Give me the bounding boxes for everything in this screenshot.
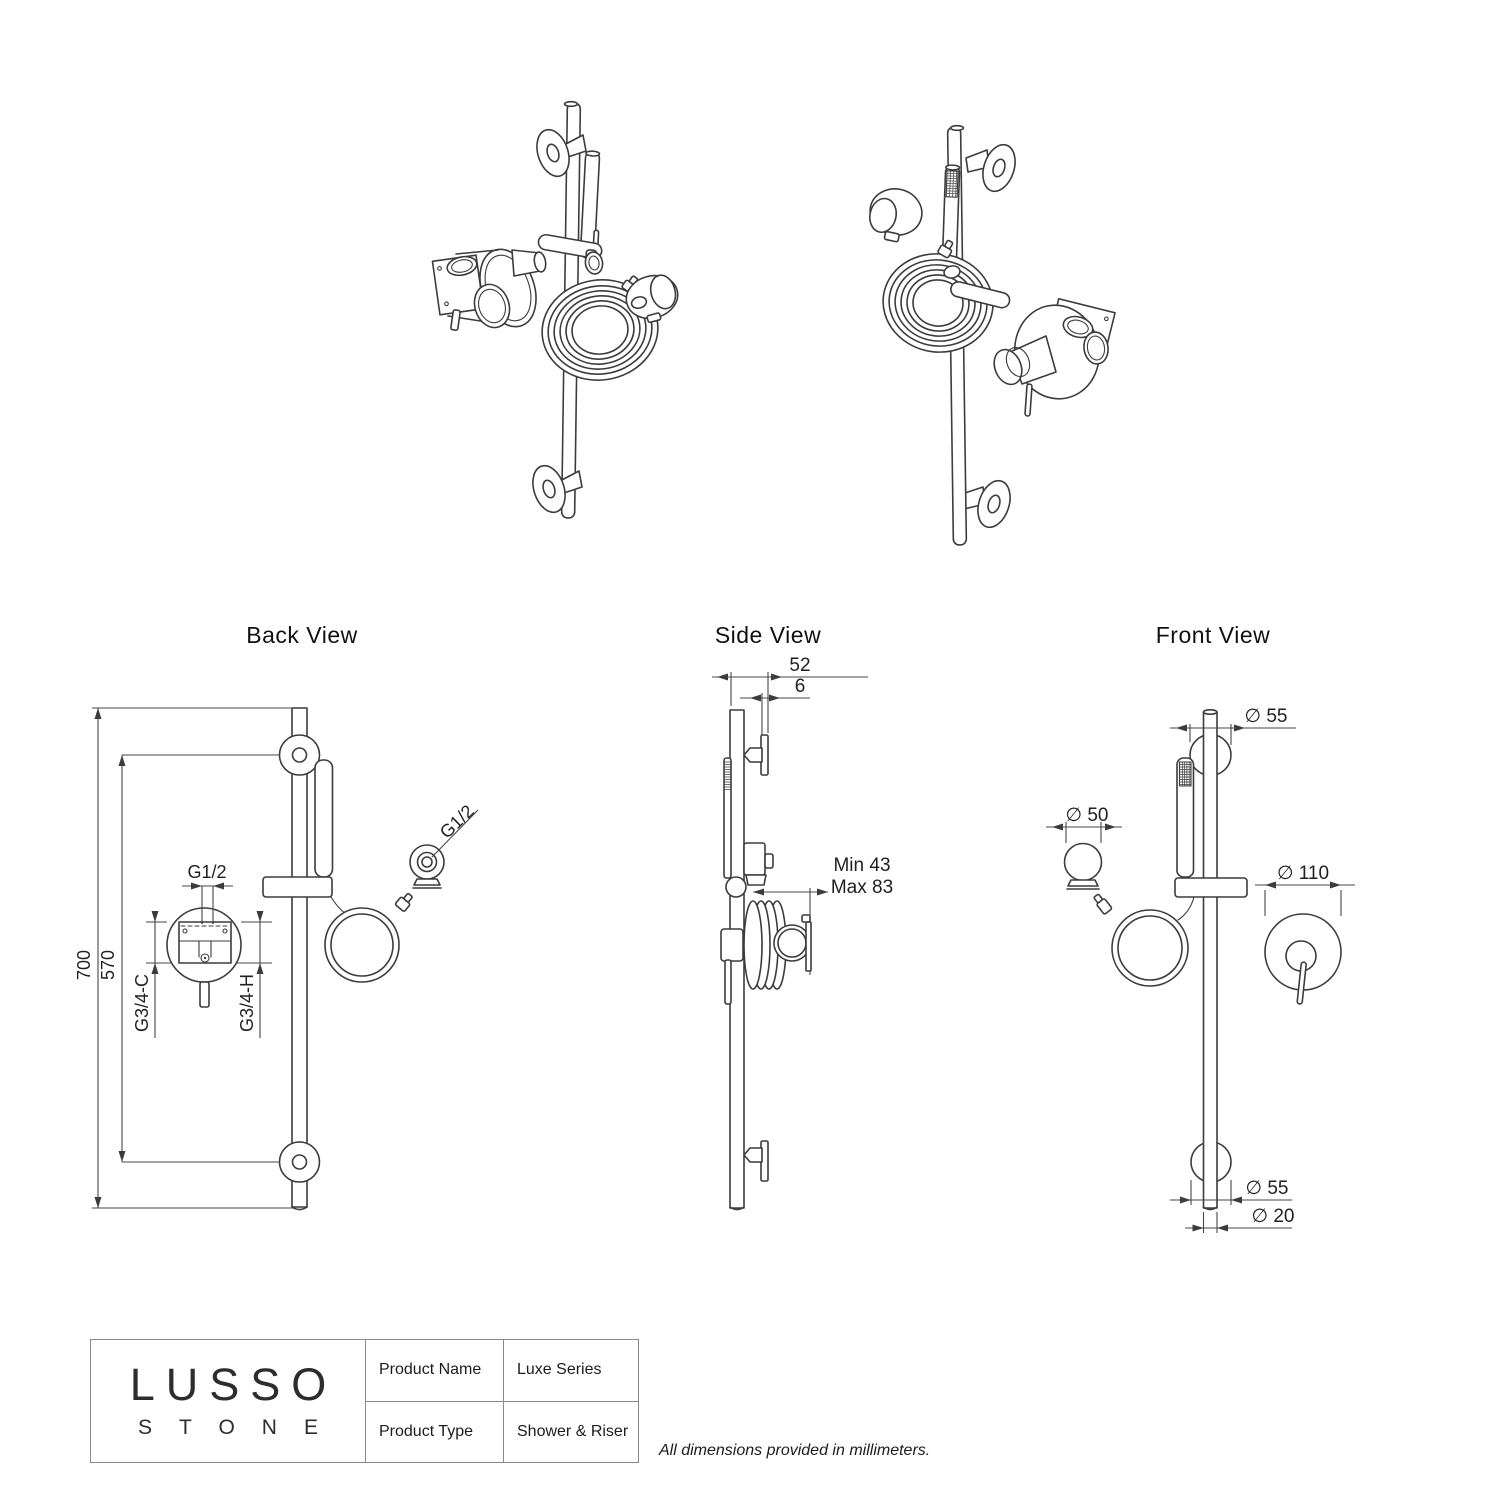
title-block-table: Product Name Luxe Series Product Type Sh…	[366, 1340, 638, 1462]
front-dim-110: ∅ 110	[1255, 863, 1355, 916]
iso-back-wall-elbow	[625, 274, 679, 324]
iso-front-bottom-bracket	[961, 479, 1011, 529]
back-dim-g34h: G3/4-H	[236, 911, 272, 1038]
back-dim-700: 700	[74, 707, 295, 1209]
front-dim-50: ∅ 50	[1046, 805, 1122, 843]
iso-front-top-bracket	[965, 143, 1016, 193]
back-wall-elbow: G1/2	[409, 801, 479, 889]
iso-front-slider-arm	[943, 265, 1011, 309]
back-dim-g12: G1/2	[182, 862, 233, 924]
side-view-title: Side View	[714, 622, 822, 648]
back-dim-g34c-label: G3/4-C	[132, 974, 152, 1032]
back-mixer-valve	[166, 907, 242, 1008]
back-top-bracket	[278, 734, 321, 776]
iso-front-mixer-valve	[993, 297, 1116, 417]
back-dim-g34c: G3/4-C	[132, 911, 172, 1038]
side-handset	[723, 757, 732, 879]
iso-back-bottom-bracket	[532, 464, 583, 514]
iso-front-hose-coil	[882, 253, 994, 353]
back-dim-570: 570	[98, 754, 280, 1163]
front-view-title: Front View	[1155, 622, 1271, 648]
isometric-back-drawing	[431, 100, 679, 519]
front-wall-elbow	[1063, 842, 1103, 890]
product-type-label: Product Type	[366, 1401, 504, 1462]
back-view-drawing: 700 570	[74, 707, 479, 1211]
isometric-front-drawing	[869, 124, 1116, 546]
side-dim-52-label: 52	[789, 655, 810, 676]
front-hose-loop	[1093, 893, 1195, 987]
brand-logo-stone: STONE	[138, 1416, 345, 1439]
front-dim-55-top: ∅ 55	[1170, 706, 1296, 745]
product-name-label: Product Name	[366, 1340, 504, 1401]
back-dim-elbow-g12-label: G1/2	[436, 801, 478, 843]
iso-back-top-bracket	[536, 128, 587, 178]
product-name-value: Luxe Series	[517, 1361, 602, 1379]
side-dim-minmax: Min 43 Max 83	[753, 855, 893, 975]
product-type-value: Shower & Riser	[517, 1422, 629, 1440]
side-dim-52: 52	[712, 655, 868, 733]
back-dim-700-label: 700	[74, 950, 94, 980]
side-view-drawing: 52 6	[712, 655, 893, 1211]
back-handset	[314, 759, 334, 878]
front-rail	[1202, 708, 1218, 1211]
side-hose-tail	[724, 959, 732, 1005]
iso-front-wall-elbow	[869, 188, 923, 243]
back-dim-570-label: 570	[98, 950, 118, 980]
side-dim-max-label: Max 83	[831, 877, 893, 898]
side-dim-6-label: 6	[795, 676, 806, 697]
front-dim-20-label: ∅ 20	[1252, 1206, 1295, 1227]
back-slider	[262, 876, 333, 898]
back-view-title: Back View	[246, 622, 358, 648]
side-bottom-bracket	[743, 1140, 769, 1182]
front-handset	[1176, 757, 1195, 878]
side-hose-loop	[773, 914, 812, 972]
side-mixer-valve	[720, 928, 744, 962]
back-rail	[291, 707, 308, 1211]
table-row: Product Name Luxe Series	[366, 1340, 638, 1401]
front-slider	[1174, 877, 1248, 898]
brand-logo-lusso: LUSSO	[129, 1359, 338, 1410]
title-block: LUSSO STONE Product Name Luxe Series Pro…	[90, 1339, 639, 1463]
units-note: All dimensions provided in millimeters.	[659, 1442, 931, 1459]
table-row: Product Type Shower & Riser	[366, 1400, 638, 1462]
front-dim-110-label: ∅ 110	[1277, 863, 1329, 884]
front-dim-55-bottom-label: ∅ 55	[1246, 1178, 1289, 1199]
front-dim-55-bottom: ∅ 55	[1170, 1178, 1292, 1205]
back-dim-g12-label: G1/2	[187, 862, 226, 882]
front-dim-20: ∅ 20	[1185, 1206, 1294, 1233]
back-dim-g34h-label: G3/4-H	[237, 974, 257, 1032]
iso-back-mixer-valve	[431, 248, 547, 332]
front-view-drawing: ∅ 55 ∅ 50	[1046, 706, 1355, 1233]
side-dim-min-label: Min 43	[833, 855, 890, 876]
iso-front-hose-nipple	[937, 239, 954, 259]
back-hose-loop	[324, 892, 413, 983]
front-dim-55-top-label: ∅ 55	[1245, 706, 1288, 727]
front-dim-50-label: ∅ 50	[1066, 805, 1109, 826]
side-dim-6: 6	[740, 676, 810, 736]
back-bottom-bracket	[278, 1141, 321, 1183]
iso-back-slider-arm	[537, 233, 604, 275]
brand-logo: LUSSO STONE	[91, 1340, 366, 1462]
side-slider	[725, 842, 774, 898]
side-top-bracket	[743, 734, 769, 776]
front-mixer-valve	[1264, 913, 1342, 1005]
